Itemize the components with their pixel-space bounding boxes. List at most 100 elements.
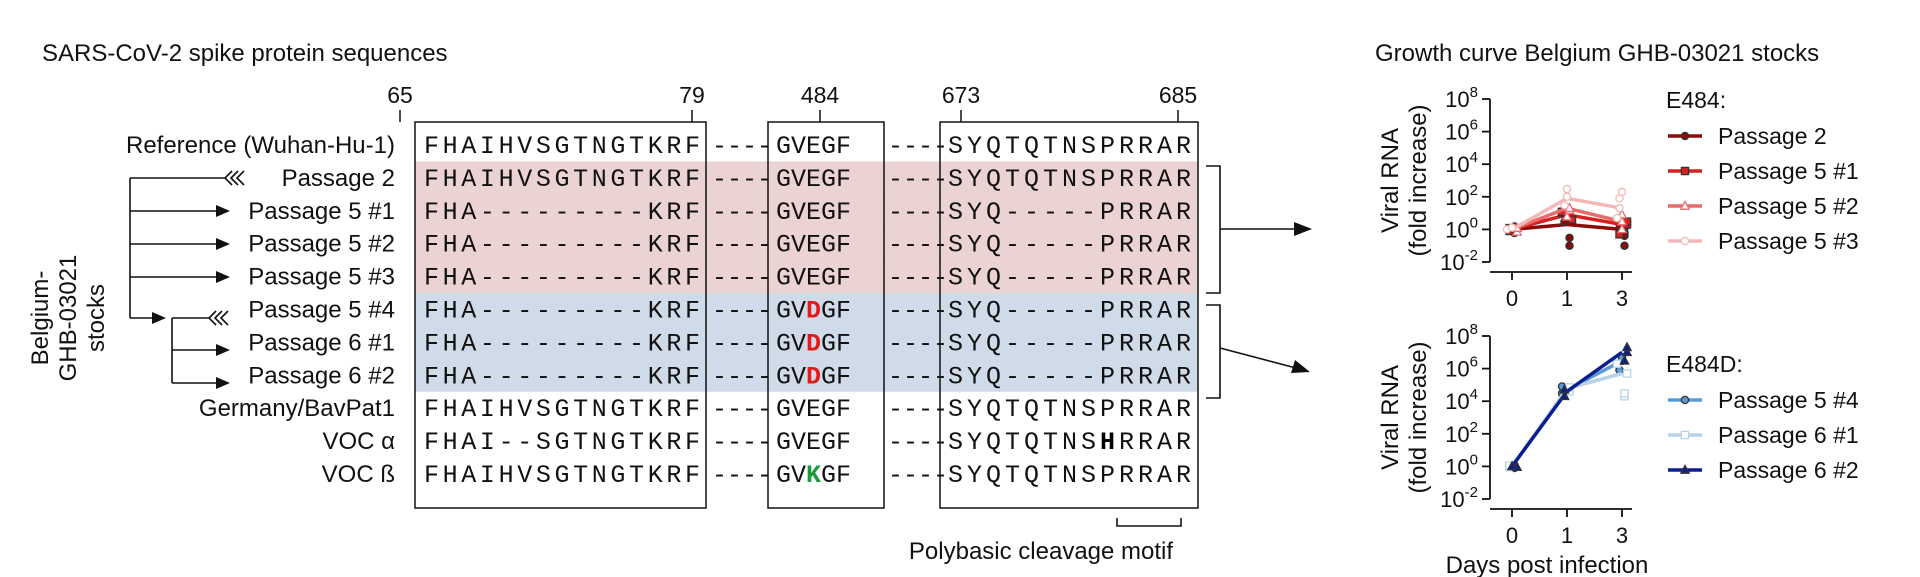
gap-dashes: ---- [712,461,772,490]
sequence-segment-484: GVEGF [776,132,851,161]
position-65: 65 [387,82,413,108]
position-685: 685 [1159,82,1197,108]
legend-entry: Passage 5 #2 [1718,193,1859,219]
row-label: Passage 5 #4 [248,297,395,324]
gap-dashes: ---- [712,297,772,326]
data-point [1619,354,1630,365]
arrow-to-e484-chart [1294,222,1312,236]
sequence-segment-1: FHAI--SGTNGTKRF [424,428,700,457]
x-axis-label: Days post infection [1446,552,1649,577]
gap-dashes: ---- [888,231,948,260]
data-point [1507,223,1517,232]
y-tick-label: 102 [1445,182,1478,210]
sequence-segment-484: GVEGF [776,395,851,424]
position-673: 673 [942,82,980,108]
x-tick-label: 3 [1616,523,1628,548]
x-tick-label: 0 [1506,523,1518,548]
row-label: Passage 5 #2 [248,231,395,258]
row-label: Passage 6 #1 [248,329,395,356]
row-label: VOC ß [322,461,395,488]
position-79: 79 [679,82,705,108]
data-point [1560,201,1569,210]
box-segment-673-685 [939,121,1199,509]
y-axis-label-line2: (fold increase) [1405,341,1432,493]
legend-marker-1 [1680,166,1690,176]
gap-dashes: ---- [888,395,948,424]
row-bands [415,161,1198,392]
row-label: Passage 5 #1 [248,198,395,225]
position-markers: 65 79 484 673 685 [387,82,1197,122]
sequence-segment-484: GVEGF [776,165,851,194]
data-point [1561,210,1573,221]
box-segment-65-79 [414,121,707,509]
legend-marker-0 [1680,395,1690,405]
data-point [1565,233,1574,243]
data-point [1615,203,1624,213]
data-point [1506,460,1518,471]
y-tick-label: 104 [1445,149,1478,177]
gap-dashes: ---- [888,461,948,490]
legend-entry: Passage 5 #3 [1718,228,1859,254]
row-label: Germany/BavPat1 [199,395,395,422]
y-axis-label-line2: (fold increase) [1405,104,1432,256]
sequence-segment-1: FHA---------KRF [424,297,700,326]
legend-entry: Passage 5 #1 [1718,158,1859,184]
cleavage-bracket [1116,518,1182,527]
data-point [1565,241,1574,250]
sequence-segment-484: GVEGF [776,198,851,227]
y-tick-label: 106 [1445,354,1478,382]
gap-dashes: ---- [712,165,772,194]
x-tick-label: 0 [1506,286,1518,311]
sequence-segment-1: FHA---------KRF [424,329,700,358]
x-tick-label: 1 [1561,523,1573,548]
gap-dashes: ---- [712,329,772,358]
sequence-segment-1: FHA---------KRF [424,264,700,293]
sequence-segment-1: FHA---------KRF [424,231,700,260]
sequence-segment-1: FHAIHVSGTNGTKRF [424,395,700,424]
gap-dashes: ---- [888,132,948,161]
legend-marker-2 [1679,200,1691,210]
data-point [1621,346,1633,357]
legend-entry: Passage 5 #4 [1718,387,1859,413]
group-brackets [1206,165,1298,399]
sequence-segment-1: FHAIHVSGTNGTKRF [424,461,700,490]
x-tick-label: 3 [1616,286,1628,311]
y-axis-label: Viral RNA(fold increase) [1377,341,1432,493]
gap-dashes: ---- [712,132,772,161]
y-axis-label-line1: Viral RNA [1377,128,1404,233]
y-tick-label: 106 [1445,117,1478,145]
sequence-segment-1: FHAIHVSGTNGTKRF [424,165,700,194]
stocks-label-line1: Belgium- [27,271,54,366]
gap-dashes: ---- [712,428,772,457]
row-band-3 [415,227,1198,261]
data-point [1562,192,1572,202]
data-point [1559,390,1570,401]
stocks-label-line3: stocks [83,284,110,352]
gap-dashes: ---- [712,362,772,391]
gap-dashes: ---- [712,395,772,424]
data-point [1620,241,1629,250]
sequence-segment-484: GVDGF [776,362,851,391]
sequence-segment-1: FHA---------KRF [424,198,700,227]
y-tick-label: 102 [1445,419,1478,447]
gap-dashes: ---- [888,297,948,326]
passage-tree [129,177,225,384]
gap-dashes: ---- [888,198,948,227]
row-label: Passage 6 #2 [248,362,395,389]
gap-dashes: ---- [888,362,948,391]
y-tick-label: 10-2 [1440,247,1478,275]
row-band-1 [415,161,1198,195]
gap-dashes: ---- [712,231,772,260]
data-point [1562,184,1572,194]
gap-dashes: ---- [888,329,948,358]
sequence-segment-484: GVEGF [776,264,851,293]
legend-title: E484D: [1666,351,1743,377]
passage-tree-arrowheads [152,205,230,389]
sequence-segment-484: GVEGF [776,428,851,457]
legend-marker-0 [1680,131,1690,141]
arrow-to-e484d-chart [1291,360,1310,373]
gap-dashes: ---- [888,428,948,457]
